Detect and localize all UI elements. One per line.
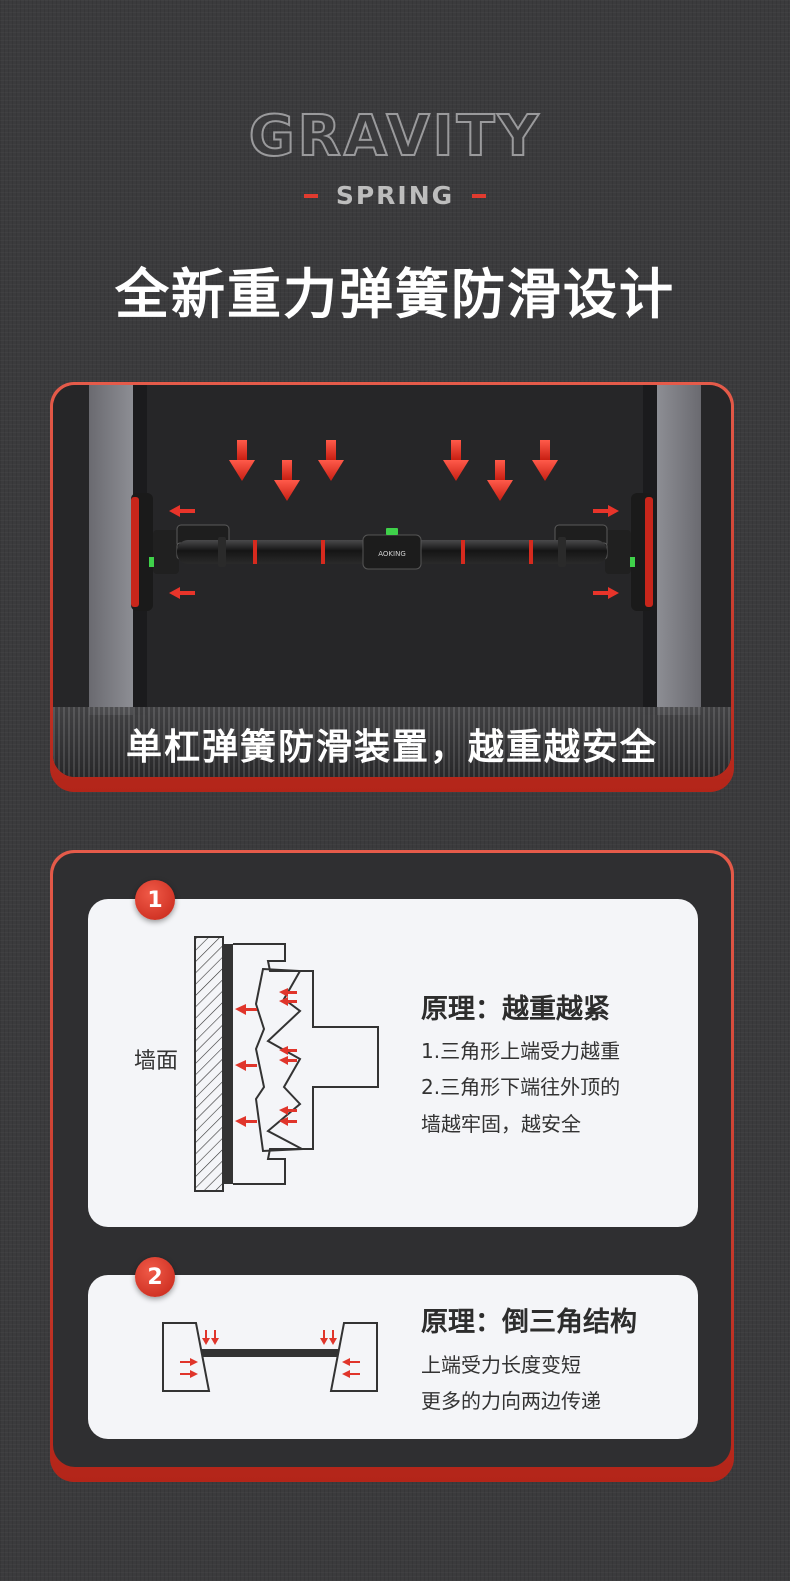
- brand-subtitle: SPRING: [0, 181, 790, 210]
- clamp-outline: [233, 943, 379, 1185]
- wedge-outline: [254, 967, 306, 1153]
- force-arrow: [279, 1106, 297, 1115]
- wall-label: 墙面: [134, 1049, 179, 1074]
- right-trapezoid: [329, 1322, 378, 1392]
- down-force-arrow: [329, 1330, 337, 1345]
- force-arrow: [279, 1117, 297, 1126]
- side-force-arrow: [180, 1358, 198, 1366]
- badge-1: 1: [135, 880, 175, 920]
- left-end-pad: [131, 493, 179, 611]
- principle-card-2: 原理：倒三角结构 上端受力长度变短 更多的力向两边传递: [88, 1275, 698, 1439]
- badge-2: 2: [135, 1257, 175, 1297]
- force-arrow: [235, 1004, 257, 1015]
- down-arrow: [532, 440, 558, 481]
- green-indicator: [386, 528, 398, 535]
- side-force-arrow: [342, 1370, 360, 1378]
- product-panel-inner: AOKING 单杠弹簧防滑装置，越重越安全: [53, 385, 731, 777]
- down-arrow: [318, 440, 344, 481]
- side-arrow-right: [593, 587, 619, 599]
- down-arrow: [229, 440, 255, 481]
- principle-1-line-1: 1.三角形上端受力越重: [421, 1039, 621, 1063]
- down-arrow: [487, 460, 513, 501]
- down-force-arrow: [320, 1330, 328, 1345]
- caption-band: [53, 707, 731, 777]
- down-force-arrow: [211, 1330, 219, 1345]
- principles-panel-inner: 墙面 原理：越重越紧 1.三角形上端受力越重 2.三角形下端往外顶的 墙越牢固，…: [53, 853, 731, 1467]
- right-end-pad: [605, 493, 653, 611]
- bar-logo: AOKING: [378, 550, 406, 558]
- principle-2-line-1: 上端受力长度变短: [421, 1353, 581, 1377]
- force-arrow: [279, 1046, 297, 1055]
- right-pillar: [657, 385, 701, 715]
- product-panel: AOKING 单杠弹簧防滑装置，越重越安全: [50, 382, 734, 792]
- left-trapezoid: [162, 1322, 211, 1392]
- principle-1-line-2: 2.三角形下端往外顶的: [421, 1075, 621, 1099]
- left-pillar: [89, 385, 133, 715]
- inverted-triangle-diagram: [162, 1322, 378, 1392]
- wall-hatch: [194, 936, 224, 1192]
- principle-2-line-2: 更多的力向两边传递: [421, 1389, 601, 1413]
- principles-panel: 墙面 原理：越重越紧 1.三角形上端受力越重 2.三角形下端往外顶的 墙越牢固，…: [50, 850, 734, 1482]
- principle-1-title: 原理：越重越紧: [421, 994, 610, 1025]
- principle-1-line-3: 墙越牢固，越安全: [421, 1112, 581, 1136]
- side-arrow-left: [169, 505, 195, 517]
- principle-card-1: 墙面 原理：越重越紧 1.三角形上端受力越重 2.三角形下端往外顶的 墙越牢固，…: [88, 899, 698, 1227]
- side-force-arrow: [180, 1370, 198, 1378]
- pad-strip: [223, 944, 233, 1184]
- side-arrow-left: [169, 587, 195, 599]
- bar-line: [202, 1349, 338, 1357]
- side-force-arrow: [342, 1358, 360, 1366]
- force-arrow: [279, 1056, 297, 1065]
- panel-caption: 单杠弹簧防滑装置，越重越安全: [125, 727, 658, 768]
- force-arrow: [279, 988, 297, 997]
- side-arrow-right: [593, 505, 619, 517]
- force-arrow: [235, 1116, 257, 1127]
- wall-grip-diagram: [194, 936, 379, 1192]
- principle-2-title: 原理：倒三角结构: [421, 1307, 637, 1338]
- force-arrow: [279, 997, 297, 1006]
- brand-title: GRAVITY: [248, 103, 542, 170]
- down-force-arrow: [202, 1330, 210, 1345]
- down-arrow: [274, 460, 300, 501]
- force-arrow: [235, 1060, 257, 1071]
- down-arrow: [443, 440, 469, 481]
- page-headline: 全新重力弹簧防滑设计: [115, 263, 675, 326]
- subtitle-word: SPRING: [335, 181, 455, 210]
- left-dash: [303, 193, 318, 198]
- right-dash: [472, 193, 487, 198]
